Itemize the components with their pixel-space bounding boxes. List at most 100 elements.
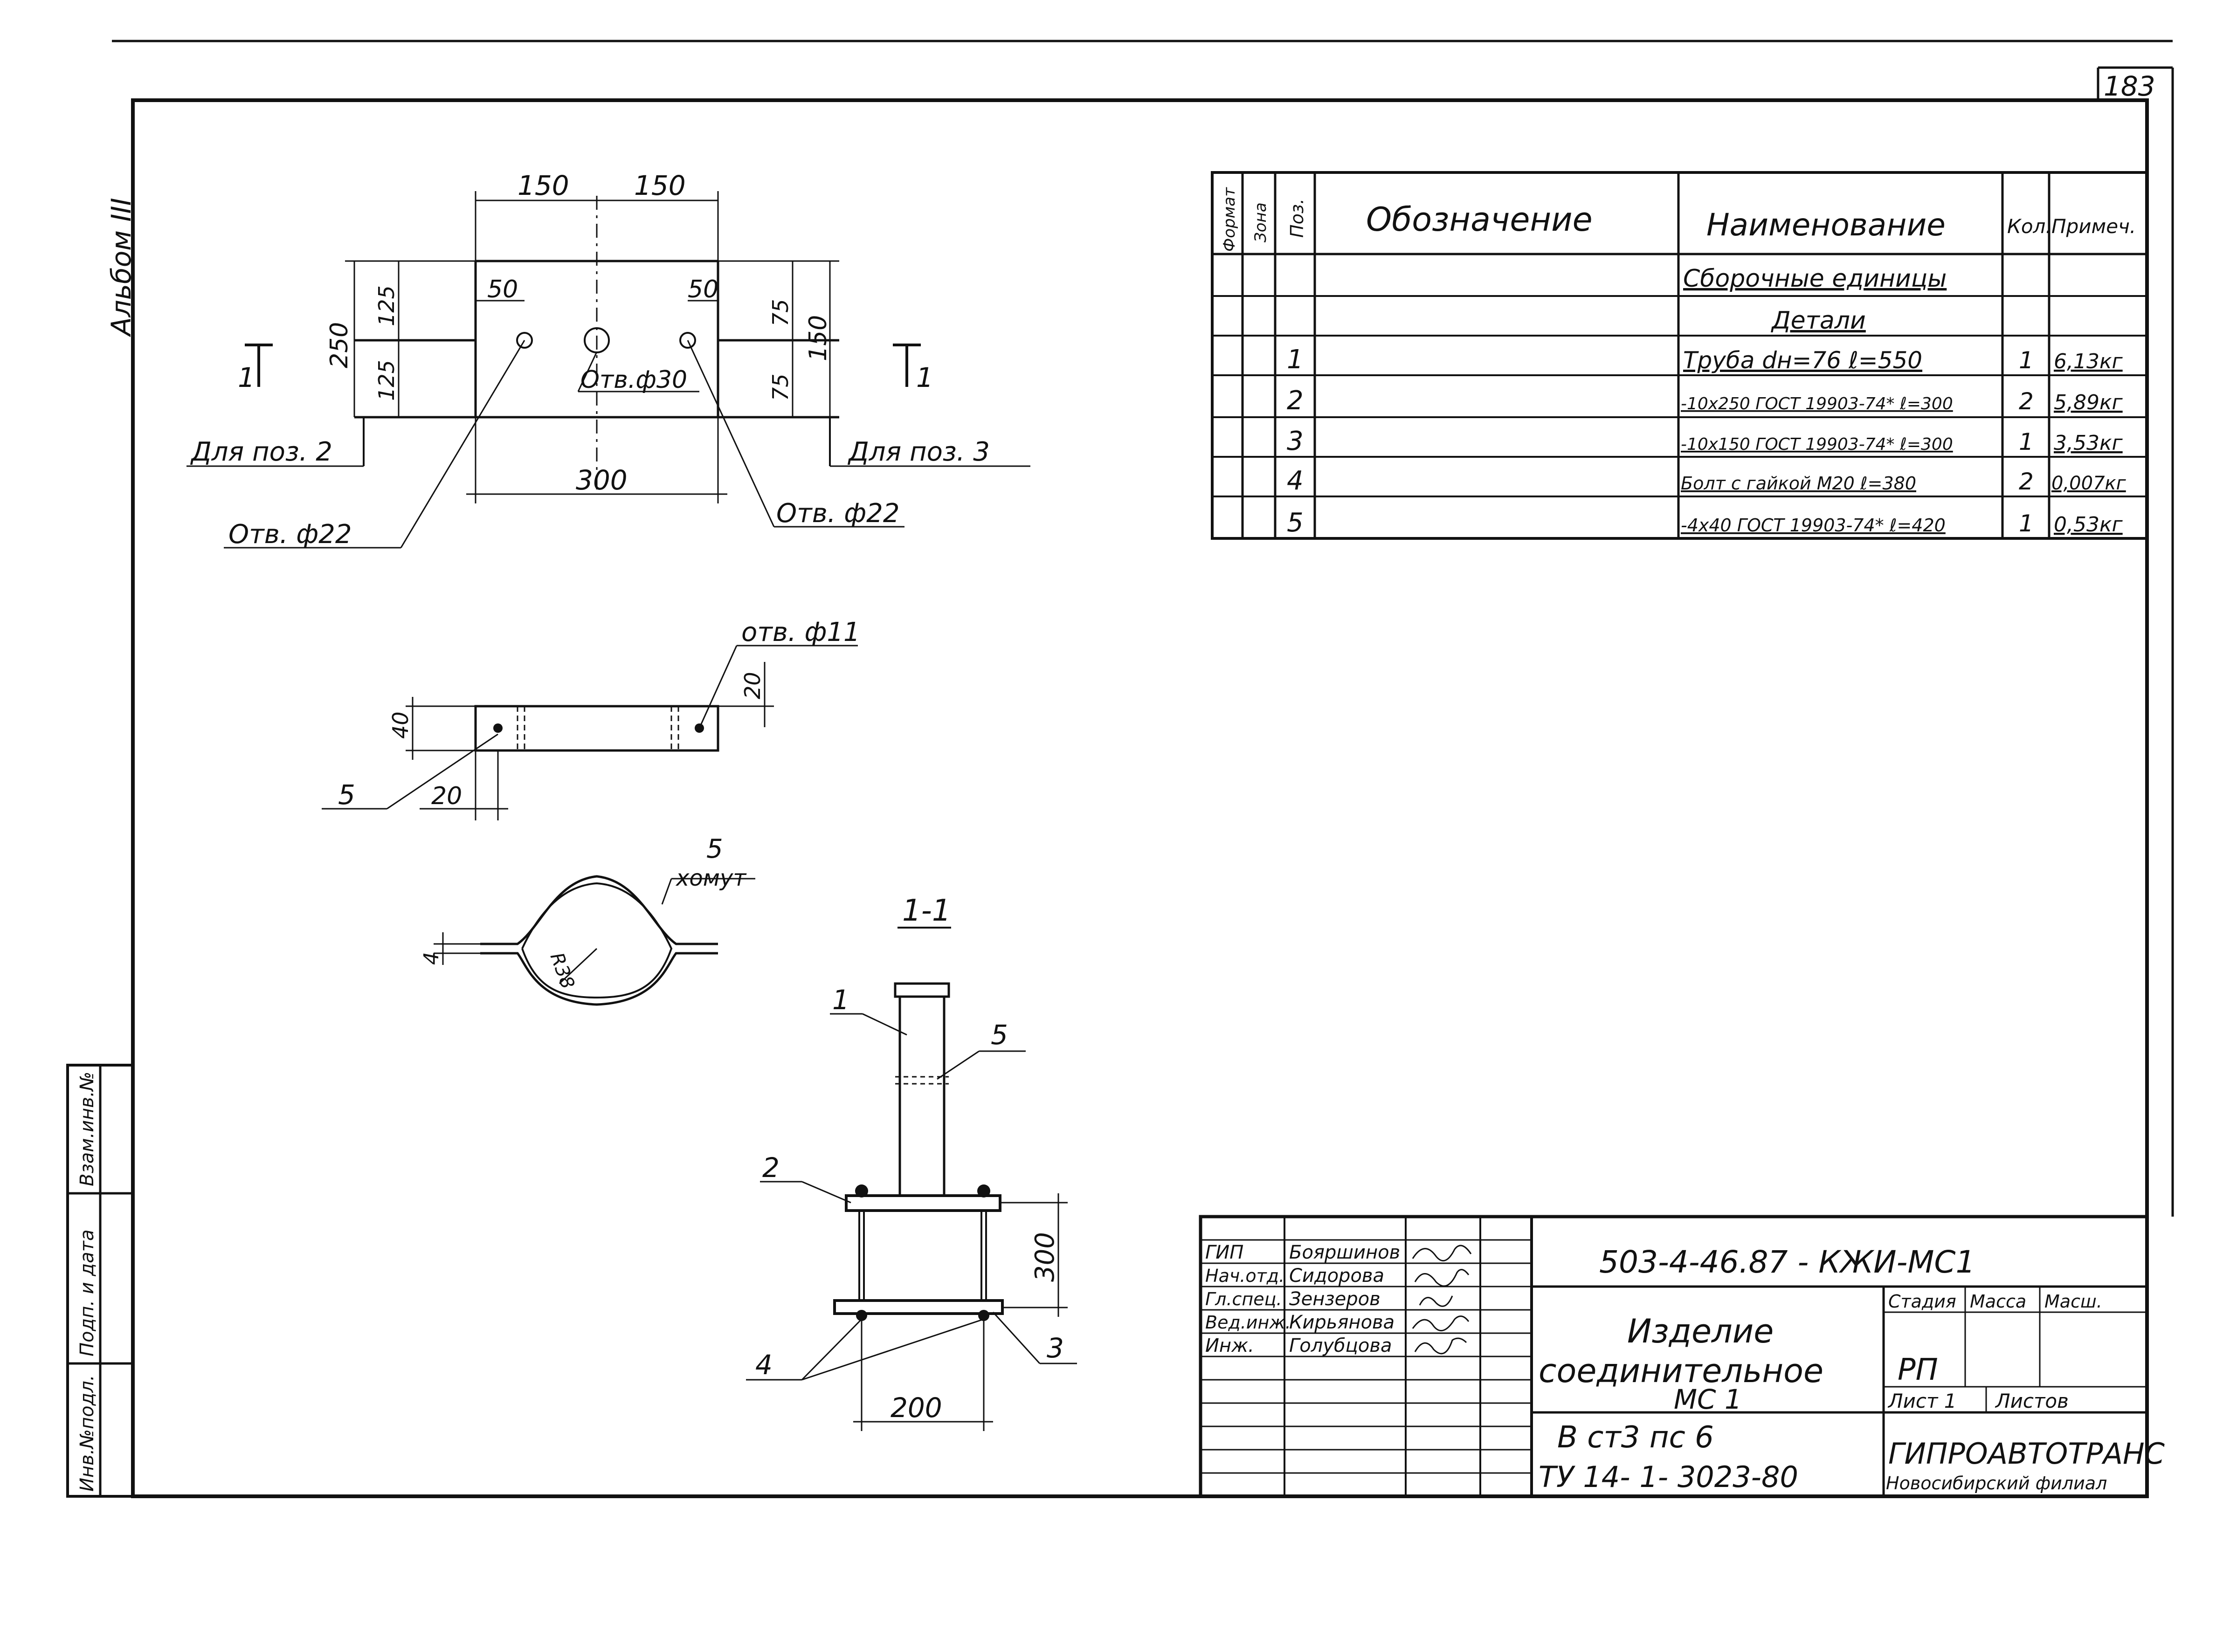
section-label-5: 5: [991, 1019, 1008, 1051]
tb-name-3: Кирьянова: [1289, 1312, 1395, 1333]
spec-header-note: Примеч.: [2051, 215, 2136, 238]
spec-row-1-pos: 1: [1287, 344, 1304, 375]
pipe-cap: [894, 982, 950, 998]
section-title: 1-1: [902, 894, 951, 928]
spec-header-qty: Кол.: [2007, 215, 2052, 238]
spec-section-parts: Детали: [1771, 307, 1866, 335]
spec-row-5-qty: 1: [2019, 510, 2034, 537]
dim-125-top: 125: [374, 285, 399, 326]
tb-role-4: Инж.: [1205, 1335, 1254, 1356]
dim-150-left: 150: [518, 170, 569, 201]
spec-header-zone: Зона: [1251, 202, 1270, 242]
dim-150-right-vertical: 150: [804, 315, 832, 361]
spec-row-5-note: 0,53кг: [2054, 513, 2123, 537]
tb-role-3: Вед.инж.: [1205, 1312, 1291, 1333]
tb-sheet-label: Лист 1: [1887, 1390, 1957, 1412]
tb-role-1: Нач.отд.: [1205, 1266, 1284, 1286]
clamp-inner: [480, 952, 718, 1006]
side-stamp: Инв.№подл. Подп. и дата Взам.инв.№: [66, 1064, 134, 1498]
dim-125-bottom: 125: [374, 360, 399, 401]
spec-header-designation: Обозначение: [1366, 200, 1593, 239]
strap-dim-20-bottom: 20: [431, 782, 462, 810]
bolt-head-right: [977, 1184, 990, 1198]
spec-row-1-qty: 1: [2019, 347, 2034, 374]
tb-role-0: ГИП: [1205, 1242, 1243, 1263]
spec-row-2-name: -10х250 ГОСТ 19903-74* ℓ=300: [1681, 394, 1953, 413]
sheet-number: 183: [2104, 70, 2155, 102]
spec-row-3-qty: 1: [2019, 428, 2034, 455]
spec-row-2-pos: 2: [1287, 385, 1304, 416]
strap-pos-label: 5: [338, 779, 355, 811]
clamp-dim-4: 4: [420, 952, 443, 965]
tb-name-4: Голубцова: [1289, 1335, 1392, 1356]
section-label-1: 1: [832, 984, 849, 1016]
clamp-name-label: хомут: [675, 865, 747, 891]
spec-row-4-note: 0,007кг: [2051, 473, 2126, 494]
spec-header-name: Наименование: [1706, 207, 1946, 243]
signature-3: [1412, 1315, 1470, 1331]
section-mark-left: 1: [238, 362, 255, 393]
dim-75-top: 75: [768, 299, 793, 326]
strap-hole-left: [493, 723, 503, 733]
clamp-pos-label: 5: [706, 834, 723, 864]
section-mark-right: 1: [916, 362, 933, 393]
spec-section-assemblies: Сборочные единицы: [1683, 265, 1947, 293]
pos3-label: Для поз. 3: [847, 437, 990, 467]
dim-75-bottom: 75: [768, 373, 793, 401]
tb-stage-value: РП: [1898, 1353, 1938, 1387]
strap-dim-20-right: 20: [740, 672, 765, 699]
hole-left: [516, 332, 533, 349]
spec-row-2-qty: 2: [2019, 388, 2034, 415]
spec-row-1-note: 6,13кг: [2054, 350, 2123, 373]
section-view: 1-1 300 200 1 5: [746, 894, 1077, 1431]
dim-50-left: 50: [487, 275, 518, 303]
plate-view: 150 150 50 50 250 125 125 75 75 150 300 …: [186, 170, 1030, 550]
tb-org-name: ГИПРОАВТОТРАНС: [1888, 1437, 2165, 1471]
tb-mass-header: Масса: [1970, 1291, 2026, 1312]
tb-name-0: Бояршинов: [1289, 1242, 1400, 1263]
bolt-head-left: [855, 1184, 868, 1198]
spec-header-format: Формат: [1220, 187, 1239, 252]
hole-right-label: Отв. ф22: [776, 498, 899, 529]
spec-row-3-pos: 3: [1287, 426, 1304, 456]
spec-row-5-name: -4х40 ГОСТ 19903-74* ℓ=420: [1681, 515, 1946, 536]
tb-material-1: В ст3 пс 6: [1557, 1420, 1714, 1455]
tb-doc-code: 503-4-46.87 - КЖИ-МС1: [1599, 1244, 1975, 1280]
side-stamp-sign: Подп. и дата: [76, 1230, 98, 1356]
signature-4: [1414, 1337, 1467, 1355]
hole-right: [679, 332, 696, 349]
side-stamp-inv: Инв.№подл.: [76, 1375, 98, 1492]
tb-role-2: Гл.спец.: [1205, 1289, 1282, 1309]
dim-150-right: 150: [634, 170, 686, 201]
section-dim-200: 200: [891, 1392, 942, 1424]
strap-dim-40: 40: [388, 711, 413, 739]
spec-row-5-pos: 5: [1287, 508, 1304, 538]
spec-row-1-name: Труба dн=76 ℓ=550: [1683, 347, 1922, 374]
section-dim-300: 300: [1030, 1232, 1060, 1282]
hole-center-label: Отв.ф30: [580, 366, 687, 394]
tb-stage-header: Стадия: [1888, 1291, 1956, 1312]
spec-row-4-name: Болт с гайкой М20 ℓ=380: [1681, 473, 1916, 494]
signature-0: [1412, 1245, 1472, 1261]
album-label: Альбом III: [105, 198, 137, 337]
clamp-view: 4 R38 5 хомут: [420, 834, 755, 1006]
tb-name-1: Сидорова: [1289, 1265, 1384, 1287]
title-block: ГИП Бояршинов Нач.отд. Сидорова Гл.спец.…: [1199, 1215, 2165, 1498]
strap-body: [474, 705, 719, 752]
tb-item-name-2: соединительное: [1539, 1352, 1823, 1390]
strap-view: 40 20 20 5 отв. ф11: [322, 617, 860, 820]
spec-row-3-note: 3,53кг: [2054, 431, 2123, 455]
tb-sheets-label: Листов: [1995, 1390, 2069, 1412]
tb-scale-header: Масш.: [2044, 1291, 2102, 1312]
spec-row-2-note: 5,89кг: [2054, 391, 2123, 414]
tb-material-2: ТУ 14- 1- 3023-80: [1539, 1460, 1798, 1494]
dim-250: 250: [325, 322, 353, 368]
dim-50-right: 50: [688, 275, 718, 303]
side-stamp-replace: Взам.инв.№: [76, 1072, 98, 1186]
section-label-4: 4: [755, 1349, 773, 1381]
pos2-label: Для поз. 2: [190, 437, 332, 467]
signature-2: [1419, 1295, 1453, 1307]
section-label-3: 3: [1047, 1332, 1064, 1364]
section-top-plate: [845, 1194, 1001, 1212]
